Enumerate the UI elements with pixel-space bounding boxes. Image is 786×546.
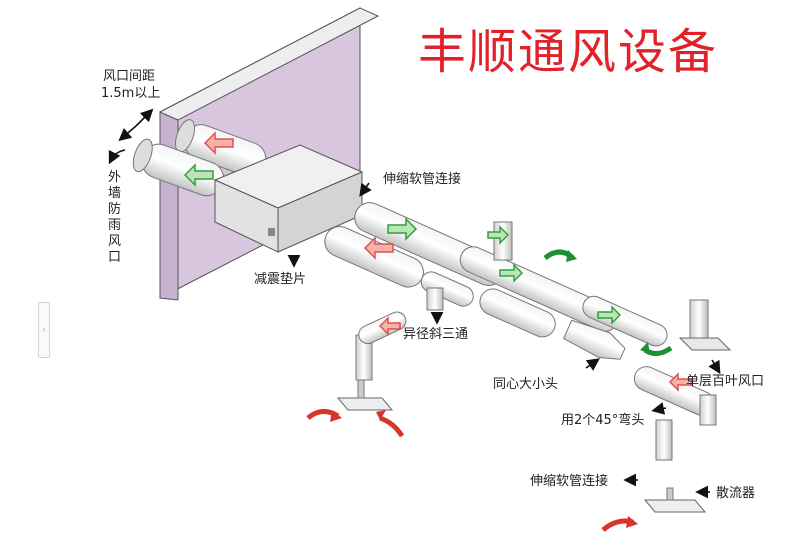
right-elbow-pipe — [633, 366, 717, 461]
diffuser — [643, 487, 707, 513]
pointer-arrows — [108, 108, 721, 499]
swirl-arrows — [306, 249, 673, 532]
label-flex-duct-top: 伸缩软管连接 — [383, 172, 462, 187]
label-damper-pad: 减震垫片 — [254, 272, 307, 287]
label-reducer: 同心大小头 — [493, 377, 559, 392]
reducer-part — [562, 319, 626, 360]
chevron-left-icon[interactable]: ‹ — [38, 302, 50, 358]
label-diffuser: 散流器 — [716, 486, 756, 501]
straight-pipe — [479, 288, 556, 338]
label-outer-wall-vent: 外墙防雨风口 — [108, 170, 122, 265]
main-duct — [354, 202, 732, 351]
page-title: 丰顺通风设备 — [418, 24, 719, 80]
reducer-tee — [420, 271, 474, 311]
label-vent-gap: 风口间距 — [103, 69, 156, 84]
label-vent-gap-value: 1.5m以上 — [101, 86, 161, 101]
label-elbow-45: 用2个45°弯头 — [561, 413, 645, 428]
flow-arrows — [183, 131, 693, 392]
label-single-louver: 单层百叶风口 — [686, 374, 765, 389]
label-reducer-tee: 异径斜三通 — [403, 327, 469, 342]
label-flex-duct-bottom: 伸缩软管连接 — [530, 474, 609, 489]
